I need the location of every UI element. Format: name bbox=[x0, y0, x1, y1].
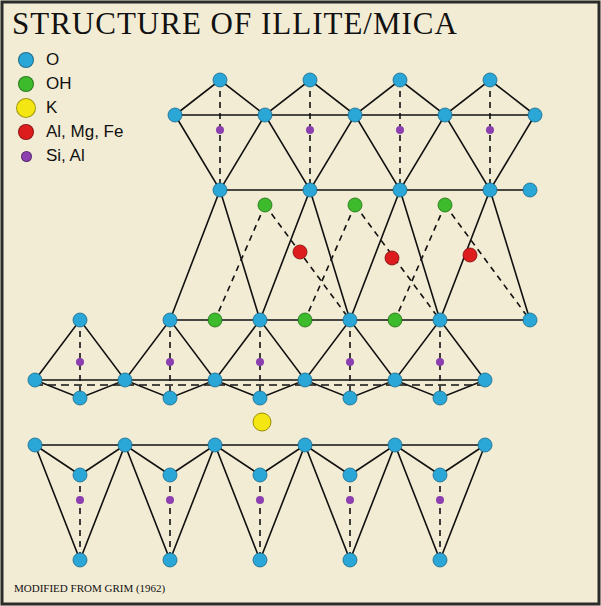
legend-row: OH bbox=[16, 72, 123, 96]
legend-row: Al, Mg, Fe bbox=[16, 120, 123, 144]
legend-label: Al, Mg, Fe bbox=[46, 122, 123, 142]
legend-swatch bbox=[18, 52, 34, 68]
legend-row: O bbox=[16, 48, 123, 72]
legend-label: K bbox=[46, 98, 57, 118]
legend-row: K bbox=[16, 96, 123, 120]
diagram-title: STRUCTURE OF ILLITE/MICA bbox=[12, 6, 458, 42]
legend-swatch bbox=[16, 98, 36, 118]
legend: O OH K Al, Mg, Fe Si, Al bbox=[16, 48, 123, 168]
legend-label: OH bbox=[46, 74, 72, 94]
legend-label: O bbox=[46, 50, 59, 70]
legend-swatch bbox=[21, 151, 32, 162]
legend-swatch bbox=[18, 76, 34, 92]
legend-row: Si, Al bbox=[16, 144, 123, 168]
source-caption: MODIFIED FROM GRIM (1962) bbox=[14, 582, 165, 594]
legend-swatch bbox=[18, 124, 34, 140]
legend-label: Si, Al bbox=[46, 146, 85, 166]
